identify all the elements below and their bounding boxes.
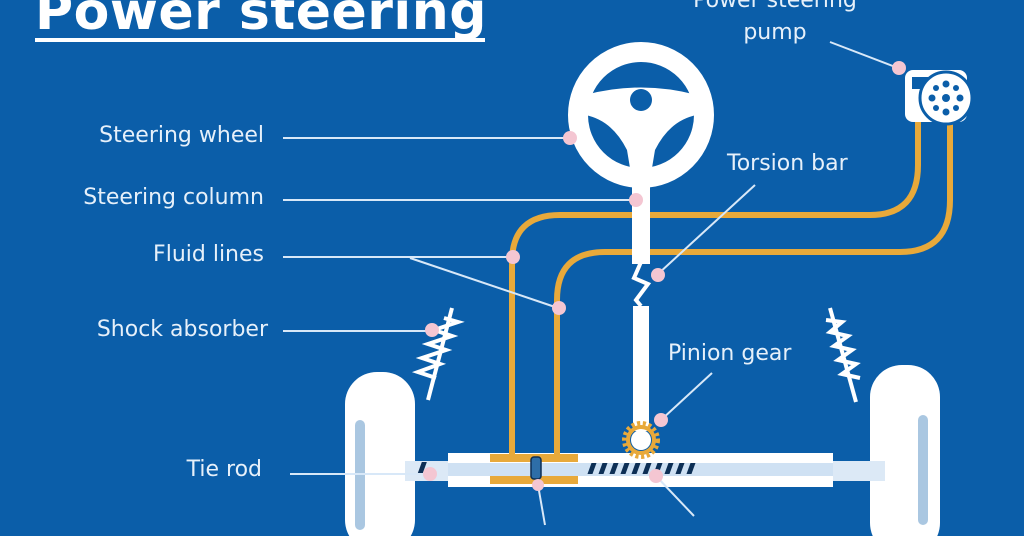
label-pump-line2: pump (743, 20, 807, 45)
leader-lines (283, 41, 899, 526)
label-torsion-bar: Torsion bar (727, 151, 848, 176)
rack-tooth (587, 463, 597, 474)
right-shock-absorber (825, 307, 861, 403)
markers (423, 61, 906, 491)
title-underline (35, 38, 485, 42)
fluid-lines (509, 118, 953, 455)
rack-tooth (686, 463, 696, 474)
diagram-title: Power steering (35, 0, 487, 42)
left-shock-absorber (411, 307, 465, 401)
rack-teeth (587, 463, 696, 474)
label-pump-line1: Power steering (693, 0, 857, 13)
rack-tooth (609, 463, 619, 474)
rack-tooth (598, 463, 608, 474)
left-wheel (345, 372, 415, 536)
label-steering-column: Steering column (83, 185, 264, 210)
label-shock-absorber: Shock absorber (96, 317, 268, 342)
right-wheel (870, 365, 940, 536)
rack-tooth (642, 463, 652, 474)
label-tie-rod: Tie rod (186, 457, 262, 482)
label-fluid-lines: Fluid lines (153, 242, 264, 267)
power-steering-pump (905, 70, 974, 126)
steering-wheel (568, 42, 714, 188)
label-steering-wheel: Steering wheel (99, 123, 264, 148)
steering-column (631, 180, 652, 431)
rack-tooth (664, 463, 674, 474)
rack-tooth (631, 463, 641, 474)
pinion-gear (622, 421, 660, 459)
power-steering-valve (490, 454, 578, 484)
rack-tooth (620, 463, 630, 474)
label-pinion-gear: Pinion gear (668, 341, 792, 366)
rack-tooth (675, 463, 685, 474)
